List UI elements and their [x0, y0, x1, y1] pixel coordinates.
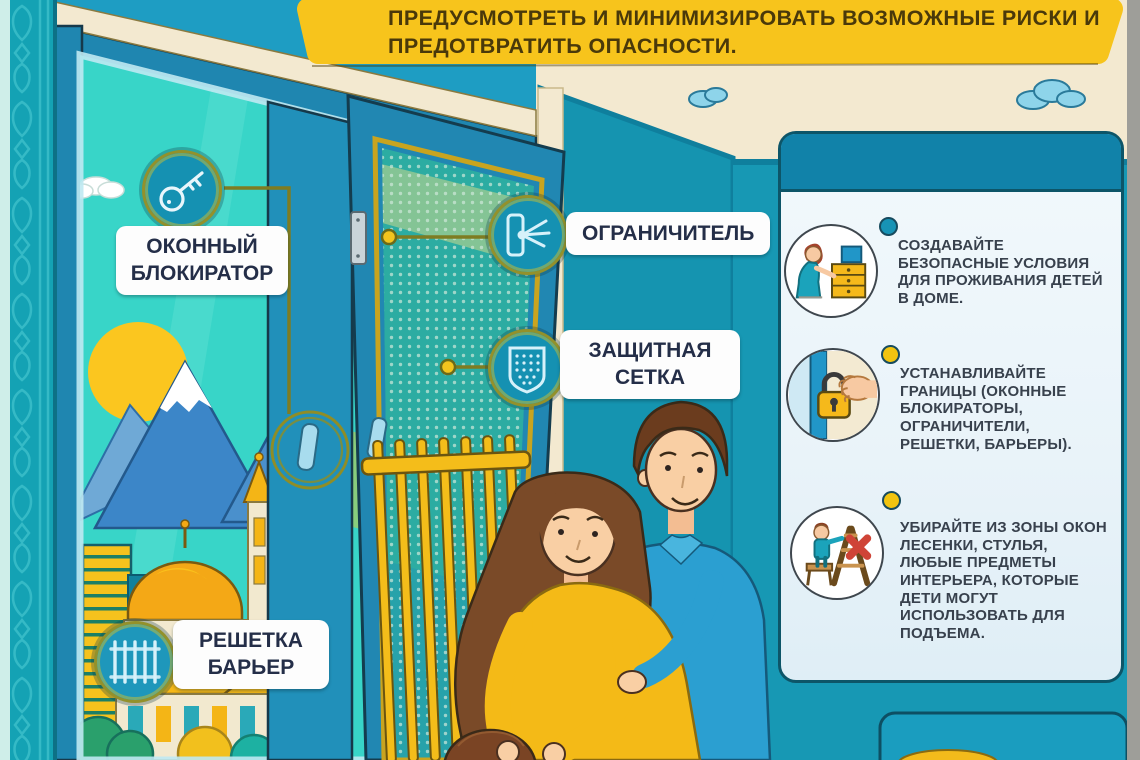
window-bars-icon: [109, 640, 161, 684]
mesh-shield-icon: [508, 346, 546, 394]
barrier-label: РЕШЕТКА БАРЬЕР: [173, 620, 329, 689]
tip-text-1: СОЗДАВАЙТЕ БЕЗОПАСНЫЕ УСЛОВИЯ ДЛЯ ПРОЖИВ…: [898, 237, 1103, 308]
tip-text-3: УБИРАЙТЕ ИЗ ЗОНЫ ОКОН ЛЕСЕНКИ, СТУЛЬЯ, Л…: [900, 519, 1107, 643]
key-icon: [159, 171, 204, 212]
limiter-callout: [488, 195, 568, 275]
sun: [88, 322, 188, 422]
right-edge-strip: [1127, 0, 1140, 760]
adult-securing-room-illustration: [784, 224, 878, 318]
barrier-callout: [94, 621, 176, 703]
safety-net-label: ЗАЩИТНАЯ СЕТКА: [560, 330, 740, 399]
banner-text: ПРЕДУСМОТРЕТЬ И МИНИМИЗИРОВАТЬ ВОЗМОЖНЫЕ…: [388, 6, 1101, 58]
limiter-point: [380, 228, 398, 246]
tips-panel-header: [781, 134, 1121, 192]
wall-cloud-large: [1016, 79, 1086, 110]
safety-net-callout: [488, 329, 566, 407]
sash-hinge: [350, 211, 367, 265]
window-blocker-callout: [142, 150, 222, 230]
mother-figure: [454, 471, 702, 760]
kazakh-ornament-border: [10, 0, 55, 760]
tip-bullet-1: [879, 217, 898, 236]
wall-cloud-small: [688, 87, 728, 108]
tip-text-2: УСТАНАВЛИВАЙТЕ ГРАНИЦЫ (ОКОННЫЕ БЛОКИРАТ…: [900, 365, 1072, 453]
net-point: [439, 358, 457, 376]
tip-bullet-2: [881, 345, 900, 364]
bottom-card: [878, 711, 1129, 760]
tip-bullet-3: [882, 491, 901, 510]
limiter-label: ОГРАНИЧИТЕЛЬ: [566, 212, 771, 256]
handle-highlight-ring: [270, 410, 350, 490]
child-climbing-ladder-warning-illustration: [790, 506, 884, 600]
window-handle: [296, 423, 320, 471]
window-blocker-label: ОКОННЫЙ БЛОКИРАТОР: [116, 226, 288, 295]
hand-padlock-window-illustration: [786, 348, 880, 442]
tips-panel: СОЗДАВАЙТЕ БЕЗОПАСНЫЕ УСЛОВИЯ ДЛЯ ПРОЖИВ…: [778, 131, 1124, 683]
top-banner: [297, 0, 1123, 67]
red-x-mark: [845, 534, 872, 560]
window-limiter-icon: [506, 213, 551, 257]
